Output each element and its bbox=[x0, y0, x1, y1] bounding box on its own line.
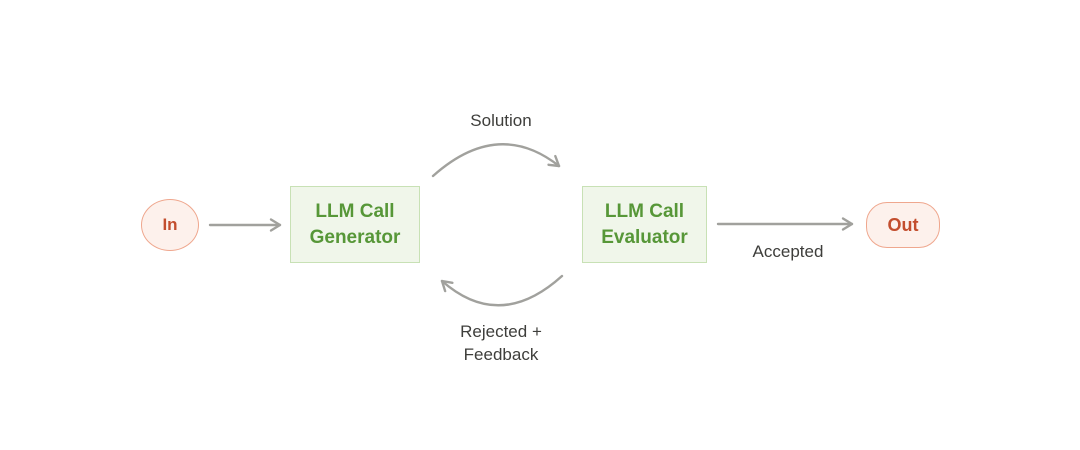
output-node: Out bbox=[866, 202, 940, 248]
rejected-feedback-edge-label: Rejected + Feedback bbox=[460, 322, 542, 364]
input-node: In bbox=[141, 199, 199, 251]
rejected-arc-arrow bbox=[440, 274, 564, 307]
input-node-label: In bbox=[162, 215, 178, 234]
solution-arc-arrow bbox=[431, 143, 561, 178]
evaluator-node-label: LLM Call Evaluator bbox=[601, 200, 688, 248]
solution-edge-label: Solution bbox=[470, 111, 532, 130]
evaluator-node: LLM Call Evaluator bbox=[582, 186, 707, 263]
output-node-label: Out bbox=[887, 214, 919, 235]
generator-node-label: LLM Call Generator bbox=[309, 200, 401, 248]
generator-node: LLM Call Generator bbox=[290, 186, 420, 263]
accepted-edge-label: Accepted bbox=[752, 242, 824, 261]
